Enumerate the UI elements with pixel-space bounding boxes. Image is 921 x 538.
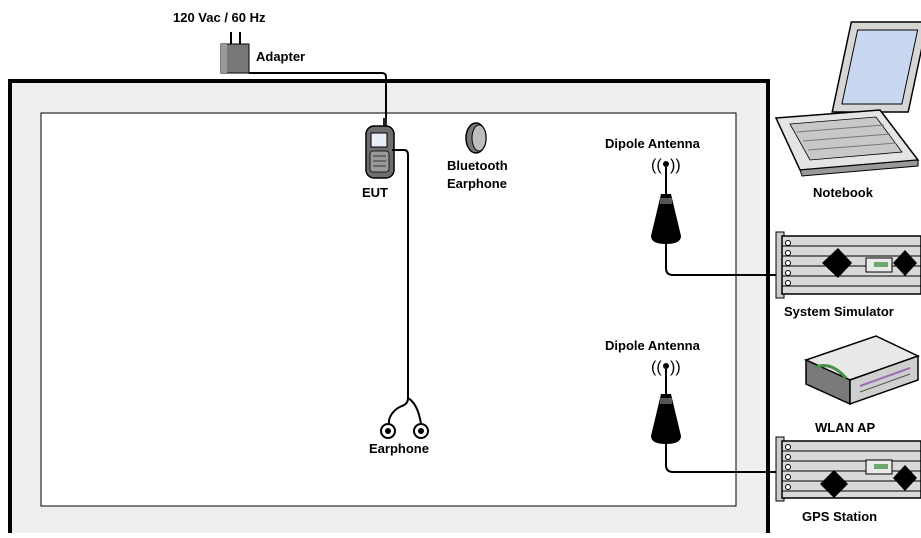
- svg-text:((: ((: [651, 359, 662, 376]
- phone-icon: [365, 118, 395, 179]
- svg-text:)): )): [670, 359, 681, 376]
- gps-station-label: GPS Station: [802, 509, 877, 524]
- wlan-ap-icon: [803, 335, 920, 406]
- system-simulator-label: System Simulator: [784, 304, 894, 319]
- test-area: [40, 112, 737, 507]
- notebook-label: Notebook: [813, 185, 874, 200]
- adapter-label: Adapter: [256, 49, 305, 64]
- earphone-icon: [380, 423, 429, 439]
- bluetooth-earphone-label-1: Bluetooth: [447, 158, 508, 173]
- antenna-top-label: Dipole Antenna: [605, 136, 701, 151]
- svg-text:)): )): [670, 157, 681, 174]
- antenna-top-cable: [665, 244, 781, 276]
- dipole-antenna-icon: (( )): [651, 359, 681, 444]
- notebook-icon: [774, 21, 921, 177]
- earphone-split: [407, 397, 422, 425]
- wlan-ap-label: WLAN AP: [815, 420, 876, 435]
- power-label: 120 Vac / 60 Hz: [173, 10, 266, 25]
- power-cable: [249, 72, 387, 128]
- bluetooth-earphone-label-2: Earphone: [447, 176, 507, 191]
- antenna-bottom-cable: [665, 444, 781, 473]
- bluetooth-earphone-icon: [465, 122, 487, 154]
- dipole-antenna-icon: (( )): [651, 157, 681, 244]
- svg-text:((: ((: [651, 157, 662, 174]
- eut-label: EUT: [362, 185, 388, 200]
- earphone-label: Earphone: [369, 441, 429, 456]
- adapter-icon: [220, 32, 250, 74]
- gps-station-icon: [775, 436, 921, 502]
- system-simulator-icon: [775, 231, 921, 299]
- antenna-bottom-label: Dipole Antenna: [605, 338, 701, 353]
- earphone-cable: [388, 149, 409, 425]
